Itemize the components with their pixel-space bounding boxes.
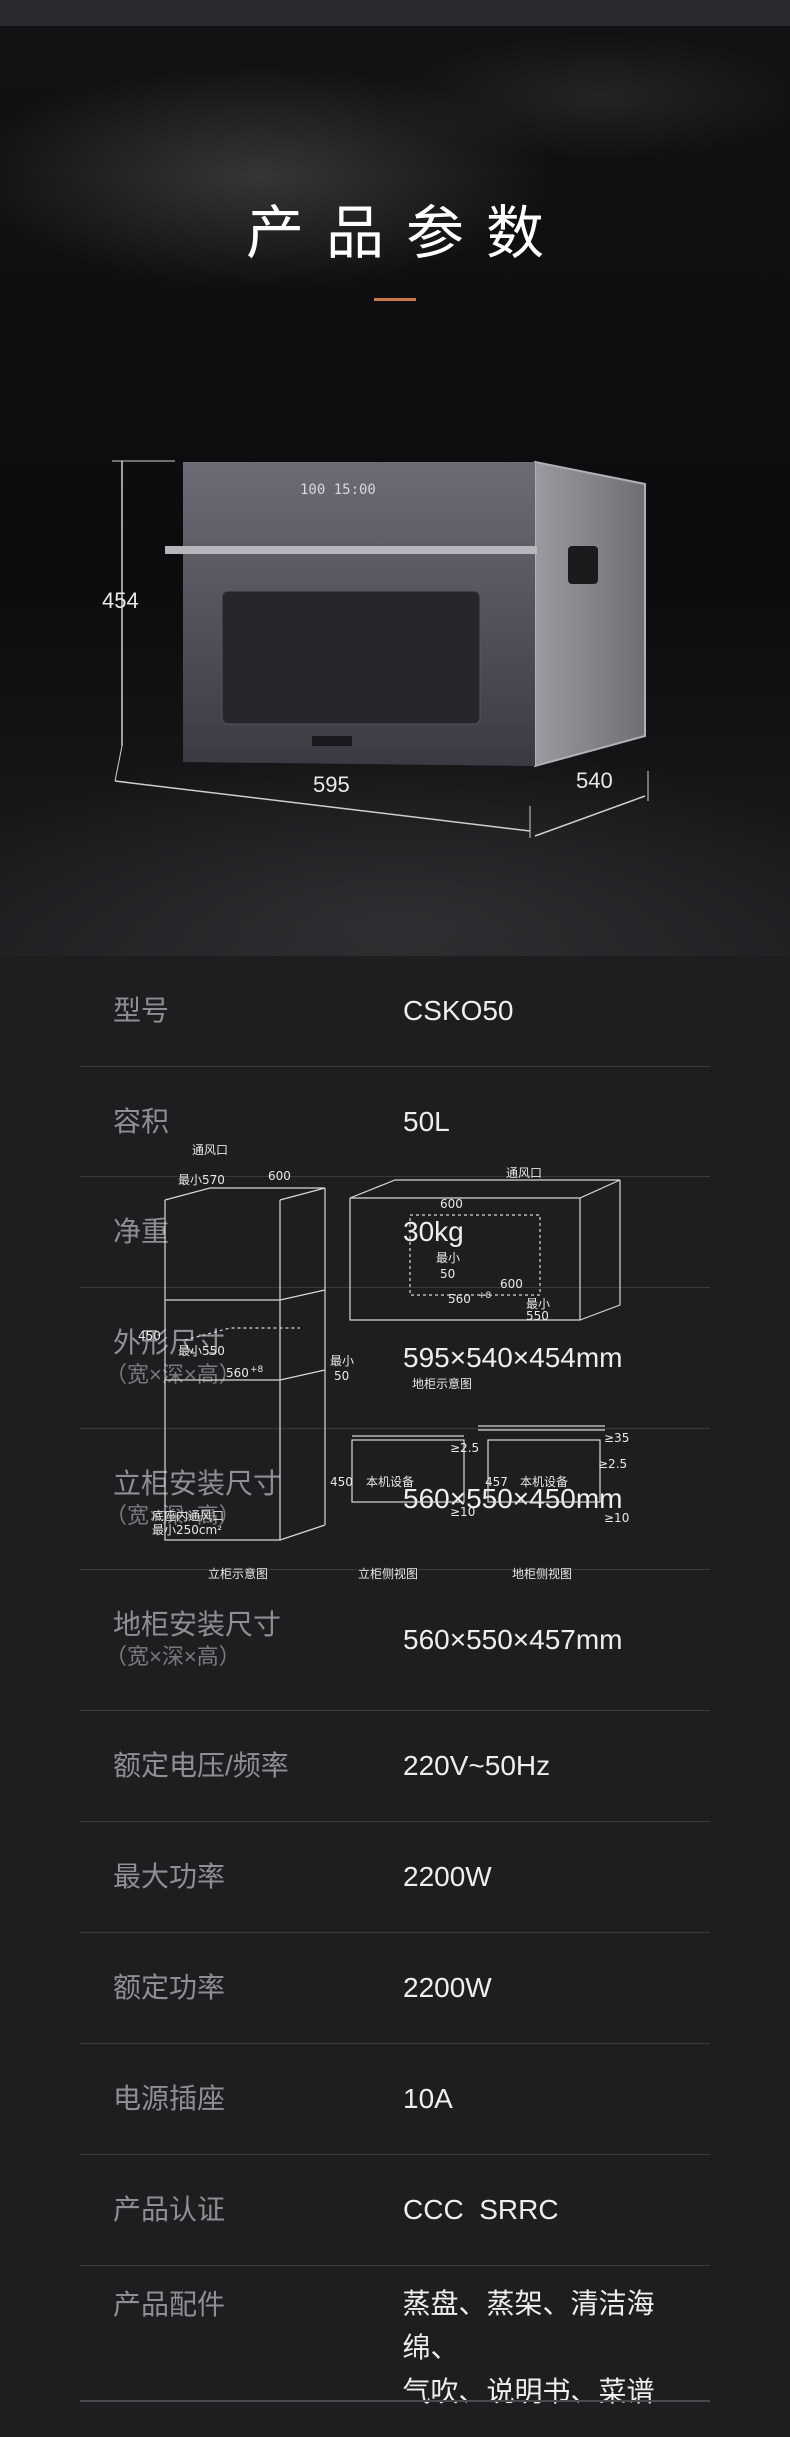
spec-value: 10A: [403, 2083, 453, 2114]
hero-banner: 产品参数 100 15:00 454 595: [0, 26, 790, 956]
spec-row-floor-install: 地柜安装尺寸 （宽×深×高） 560×550×457mm: [80, 1570, 710, 1711]
spec-row-rated-power: 额定功率 2200W: [80, 1933, 710, 2044]
spec-label-sub: （宽×深×高）: [105, 1362, 241, 1387]
depth-dimension: 540: [576, 768, 613, 793]
top-bar: [0, 0, 790, 26]
spec-row-weight: 净重 30kg: [80, 1177, 710, 1288]
spec-label: 电源插座: [113, 2083, 226, 2114]
spec-value: 30kg: [403, 1216, 464, 1247]
spec-row-accessories: 产品配件 蒸盘、蒸架、清洁海绵、 气吹、说明书、菜谱: [80, 2266, 710, 2416]
spec-label-sub: （宽×深×高）: [105, 1503, 241, 1528]
spec-row-standing-install: 立柜安装尺寸 （宽×深×高） 560×550×450mm: [80, 1429, 710, 1570]
spec-value: 50L: [403, 1105, 450, 1137]
spec-value: 蒸盘、蒸架、清洁海绵、 气吹、说明书、菜谱: [403, 2282, 711, 2414]
spec-value-line: 蒸盘、蒸架、清洁海绵、: [402, 2288, 655, 2363]
width-dimension: 595: [313, 772, 350, 797]
bottom-rule: [80, 2400, 710, 2402]
spec-label: 额定电压/频率: [113, 1750, 289, 1781]
spec-label-sub: （宽×深×高）: [105, 1644, 241, 1669]
spec-row-voltage: 额定电压/频率 220V~50Hz: [80, 1711, 710, 1822]
spec-value: 560×550×457mm: [403, 1624, 623, 1655]
spec-label: 地柜安装尺寸 （宽×深×高）: [80, 1608, 403, 1672]
spec-label: 净重: [113, 1216, 170, 1247]
spec-label: 产品认证: [113, 2194, 226, 2225]
spec-label: 最大功率: [113, 1861, 226, 1892]
spec-value: 220V~50Hz: [403, 1750, 551, 1781]
title-accent-rule: [374, 298, 416, 301]
svg-text:100 15:00: 100 15:00: [300, 482, 376, 498]
spec-value: 2200W: [403, 1972, 492, 2003]
height-dimension: 454: [102, 588, 139, 613]
spec-label: 容积: [113, 1105, 170, 1137]
spec-value-line: 气吹、说明书、菜谱: [402, 2376, 655, 2407]
spec-row-model: 型号 CSKO50: [80, 956, 710, 1067]
spec-label: 立柜安装尺寸 （宽×深×高）: [80, 1467, 403, 1531]
spec-value: 595×540×454mm: [403, 1342, 623, 1373]
spec-label: 产品配件: [113, 2289, 226, 2320]
spec-row-socket: 电源插座 10A: [80, 2044, 710, 2155]
spec-value: 560×550×450mm: [403, 1483, 623, 1514]
spec-label: 额定功率: [113, 1972, 226, 2003]
spec-label-main: 立柜安装尺寸: [113, 1468, 282, 1499]
spec-row-capacity: 容积 50L: [80, 1067, 710, 1177]
spec-label-main: 外形尺寸: [113, 1327, 226, 1358]
spec-table: 型号 CSKO50 容积 50L 净重 30kg 外形尺寸 （宽×深×高） 59…: [80, 956, 710, 2416]
spec-row-max-power: 最大功率 2200W: [80, 1822, 710, 1933]
spec-label: 型号: [113, 995, 170, 1026]
oven-illustration: 100 15:00: [112, 460, 649, 838]
spec-row-dimensions: 外形尺寸 （宽×深×高） 595×540×454mm: [80, 1288, 710, 1429]
page-title: 产品参数: [245, 199, 566, 267]
spec-label-main: 地柜安装尺寸: [113, 1609, 282, 1640]
spec-label: 外形尺寸 （宽×深×高）: [80, 1326, 403, 1390]
spec-value: 2200W: [403, 1861, 492, 1892]
spec-value: CCC SRRC: [403, 2194, 559, 2225]
spec-row-certification: 产品认证 CCC SRRC: [80, 2155, 710, 2266]
spec-value: CSKO50: [403, 995, 514, 1026]
